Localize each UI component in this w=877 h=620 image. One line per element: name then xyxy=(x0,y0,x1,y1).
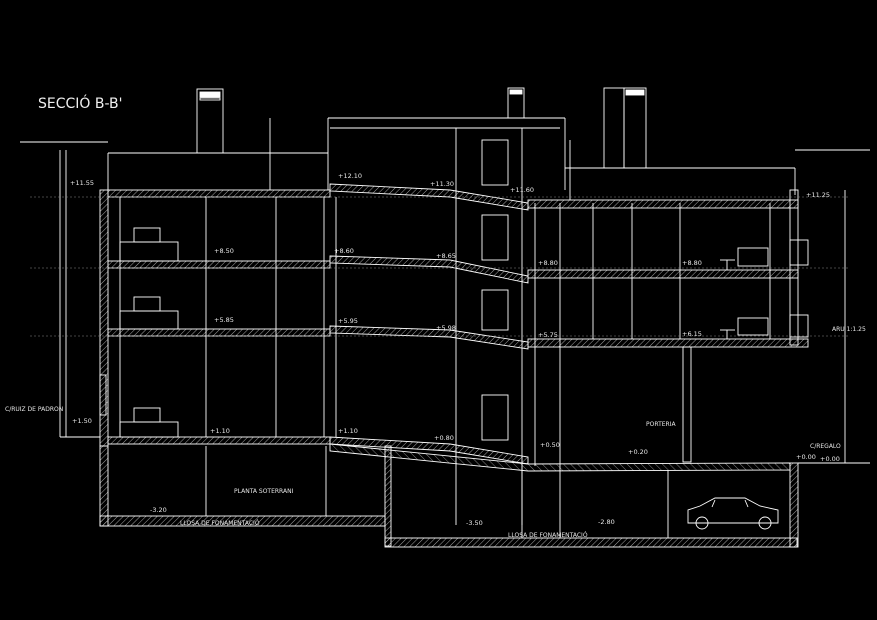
level-label: +11.30 xyxy=(430,180,454,188)
level-label: +5.85 xyxy=(214,316,234,324)
level-label: +5.75 xyxy=(538,331,558,339)
level-label: +8.65 xyxy=(436,252,456,260)
level-label: +8.80 xyxy=(538,259,558,267)
ratio-label: ARU 1:1.25 xyxy=(832,326,866,333)
level-label: +0.80 xyxy=(434,434,454,442)
level-label: -3.50 xyxy=(466,519,483,527)
room-label-porteria: PORTERIA xyxy=(646,421,676,428)
level-label: +8.60 xyxy=(334,247,354,255)
level-label: +11.55 xyxy=(70,179,94,187)
level-label: +8.50 xyxy=(214,247,234,255)
level-label: +11.60 xyxy=(510,186,534,194)
level-label: +11.25 xyxy=(806,191,830,199)
level-label: +0.00 xyxy=(820,455,840,463)
room-label-soterrani: PLANTA SOTERRANI xyxy=(234,488,294,495)
level-label: +5.95 xyxy=(338,317,358,325)
level-label: -3.20 xyxy=(150,506,167,514)
level-label: +0.20 xyxy=(628,448,648,456)
level-markers: +11.55 +12.10 +11.30 +11.60 +11.25 +8.50… xyxy=(70,172,840,527)
drawing-title: SECCIÓ B-B' xyxy=(38,94,123,112)
level-label: +6.15 xyxy=(682,330,702,338)
level-label: +1.10 xyxy=(338,427,358,435)
level-label: -2.80 xyxy=(598,518,615,526)
foundation-right-label: LLOSA DE FONAMENTACIÓ xyxy=(508,532,588,539)
level-label: +8.80 xyxy=(682,259,702,267)
street-right-label: C/REGALO xyxy=(810,443,841,450)
level-label: +1.50 xyxy=(72,417,92,425)
foundation-left-label: LLOSA DE FONAMENTACIÓ xyxy=(180,520,260,527)
street-left-label: C/RUIZ DE PADRON xyxy=(5,406,63,413)
level-label: +12.10 xyxy=(338,172,362,180)
level-label: +5.98 xyxy=(436,324,456,332)
level-label: +0.50 xyxy=(540,441,560,449)
building-outline xyxy=(20,87,870,548)
level-label: +1.10 xyxy=(210,427,230,435)
annotations: PLANTA SOTERRANI PORTERIA C/RUIZ DE PADR… xyxy=(5,326,866,539)
level-label: +0.00 xyxy=(796,453,816,461)
level-guides xyxy=(30,196,850,337)
